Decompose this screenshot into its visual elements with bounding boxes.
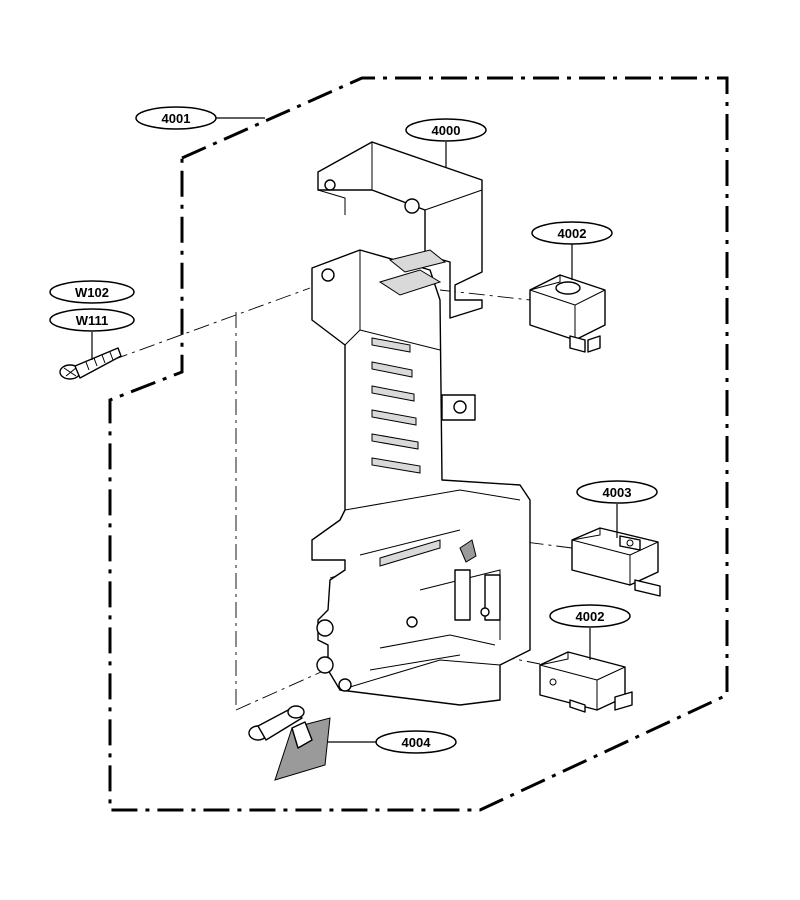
- callout-4002-lower-label: 4002: [576, 609, 605, 624]
- callout-w111-label: W111: [76, 313, 109, 328]
- micro-switch-middle: [571, 527, 661, 597]
- micro-switch-lower: [539, 651, 633, 713]
- callout-4000: 4000: [405, 118, 487, 142]
- callout-w111: W111: [49, 308, 135, 332]
- latch-ribs: [371, 337, 421, 474]
- callout-4002-upper-label: 4002: [558, 226, 587, 241]
- callout-4001-label: 4001: [162, 111, 191, 126]
- screw: [59, 347, 122, 380]
- callout-4003-label: 4003: [603, 485, 632, 500]
- callout-4000-label: 4000: [432, 123, 461, 138]
- callout-4004-label: 4004: [402, 735, 432, 750]
- callout-w102: W102: [49, 280, 135, 304]
- assembly-boundary-outline: [108, 76, 729, 812]
- callout-4004: 4004: [375, 730, 457, 754]
- callout-4002-lower: 4002: [549, 604, 631, 628]
- callout-w102-label: W102: [75, 285, 109, 300]
- lever-part: [248, 705, 331, 781]
- callout-4002-upper: 4002: [531, 221, 613, 245]
- latch-board: [311, 141, 531, 706]
- callout-4003: 4003: [576, 480, 658, 504]
- callout-4001: 4001: [135, 106, 217, 130]
- micro-switch-upper: [529, 274, 606, 353]
